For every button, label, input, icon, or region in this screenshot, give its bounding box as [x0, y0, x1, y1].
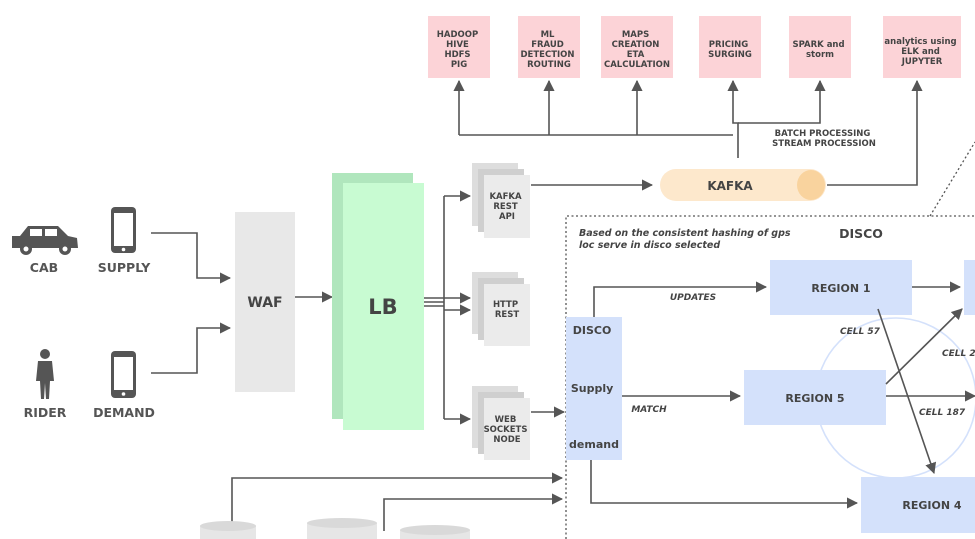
- client-waf-connectors: [151, 232, 232, 374]
- svg-text:HADOOP HIVE HDFS: HADOOP HIVE HDFS PIG: [437, 30, 481, 70]
- lb-box: LB: [332, 173, 424, 430]
- disco-connectors: [231, 281, 975, 531]
- database-icon-1: [200, 521, 256, 539]
- disco-box: DISCO Supply demand: [566, 317, 622, 460]
- svg-text:SPARK and storm: SPARK and storm: [792, 40, 847, 60]
- svg-text:DISCO Supply deman: DISCO Supply demand: [569, 324, 619, 451]
- disco-title: DISCO: [839, 226, 883, 241]
- lb-endpoint-connectors: [424, 190, 472, 425]
- database-icon-2: [307, 518, 377, 539]
- svg-text:WEB SOCKETS NODE: WEB SOCKETS NODE: [484, 415, 531, 445]
- websockets-node-box: WEB SOCKETS NODE: [472, 386, 530, 460]
- cab-label: CAB: [30, 260, 58, 275]
- processing-label: BATCH PROCESSING STREAM PROCESSION: [772, 129, 876, 149]
- service-hadoop: HADOOP HIVE HDFS PIG: [428, 16, 490, 78]
- kafka-rest-api-box: KAFKA REST API: [472, 163, 530, 238]
- service-connectors: [453, 79, 923, 186]
- rider-icon: [36, 349, 54, 399]
- disco-note: Based on the consistent hashing of gps l…: [579, 228, 794, 251]
- svg-text:WAF: WAF: [247, 295, 282, 311]
- match-label: MATCH: [631, 405, 667, 415]
- database-icon-3: [400, 525, 470, 539]
- region-1-box: REGION 1: [770, 260, 912, 315]
- service-maps: MAPS CREATION ETA CALCULATION: [601, 16, 673, 78]
- region-4-box: REGION 4: [861, 477, 975, 533]
- demand-label: DEMAND: [93, 405, 155, 420]
- svg-text:MAPS CREATION ETA: MAPS CREATION ETA CALCULATION: [604, 30, 670, 70]
- service-ml-fraud: ML FRAUD DETECTION ROUTING: [518, 16, 580, 78]
- cell-57-label: CELL 57: [840, 327, 881, 337]
- svg-text:REGION 4: REGION 4: [902, 499, 961, 512]
- kafka-cylinder: KAFKA: [660, 169, 826, 201]
- svg-text:KAFKA REST API: KAFKA REST API: [489, 192, 524, 222]
- cab-icon: [12, 226, 78, 255]
- service-pricing: PRICING SURGING: [699, 16, 761, 78]
- svg-text:LB: LB: [368, 295, 397, 319]
- region-5-box: REGION 5: [744, 370, 886, 425]
- service-spark: SPARK and storm: [789, 16, 851, 78]
- demand-phone-icon: [111, 351, 136, 398]
- updates-label: UPDATES: [670, 293, 716, 303]
- waf-box: WAF: [235, 212, 295, 392]
- supply-label: SUPPLY: [98, 260, 151, 275]
- http-rest-box: HTTP REST: [472, 272, 530, 346]
- disco-region: [565, 141, 975, 539]
- svg-text:REGION 5: REGION 5: [785, 392, 844, 405]
- kafka-label: KAFKA: [707, 179, 753, 193]
- cell-187-label: CELL 187: [919, 408, 966, 418]
- cell-20-label: CELL 20: [942, 349, 975, 359]
- svg-text:analytics using ELK and: analytics using ELK and JUPYTER: [884, 37, 959, 67]
- supply-phone-icon: [111, 207, 136, 253]
- svg-text:PRICING SURGING: PRICING SURGING: [708, 40, 752, 60]
- svg-text:REGION 1: REGION 1: [811, 282, 870, 295]
- region-offscreen-box: [964, 260, 975, 315]
- svg-text:ML FRAUD DETECTION: ML FRAUD DETECTION ROUTING: [521, 30, 578, 70]
- service-analytics: analytics using ELK and JUPYTER: [883, 16, 961, 78]
- svg-text:HTTP REST: HTTP REST: [493, 300, 521, 320]
- rider-label: RIDER: [24, 405, 67, 420]
